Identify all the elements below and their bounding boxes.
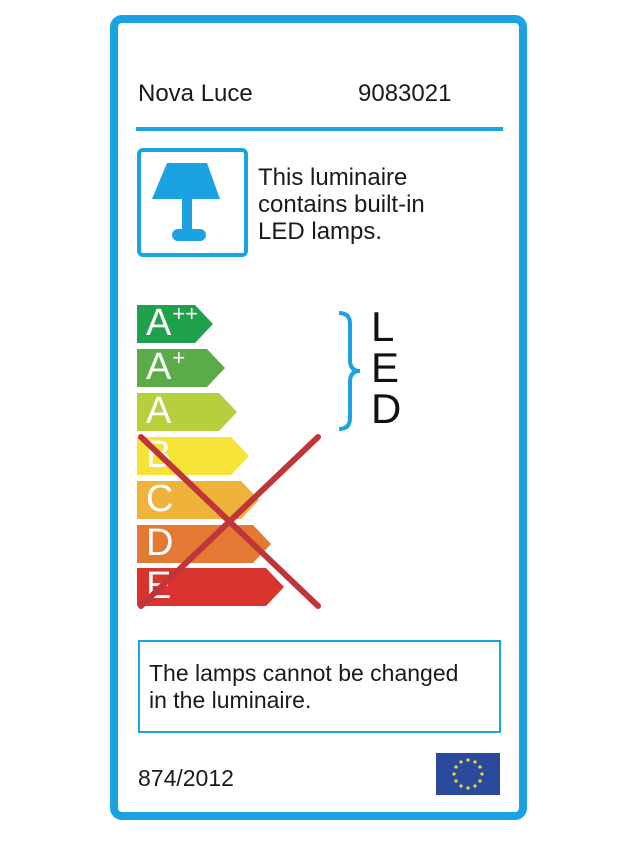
model-number: 9083021 [358,80,452,107]
regulation-number: 874/2012 [138,765,234,791]
energy-class-a: A [137,390,237,432]
class-letter: A [146,302,172,344]
class-letter: C [146,478,174,520]
info-line: This luminaire [258,164,408,191]
led-letter: D [371,385,402,432]
led-label: L E D [371,303,402,432]
brace-icon [338,311,361,431]
class-sup: ++ [172,301,199,326]
notice-line: in the luminaire. [149,687,312,713]
energy-class-c: C [137,478,259,520]
led-letter: L [371,303,395,350]
lamps-not-replaceable-notice: The lamps cannot be changed in the lumin… [138,640,501,733]
info-line: contains built-in [258,191,425,218]
eu-flag-icon [436,753,500,795]
table-lamp-icon [137,148,248,257]
brand-name: Nova Luce [138,80,253,107]
header-divider [136,127,503,131]
class-letter: D [146,522,174,564]
info-line: LED lamps. [258,218,383,245]
energy-class-a-plus-plus: A++ [137,301,213,344]
notice-line: The lamps cannot be changed [149,660,459,686]
class-letter: A [146,346,172,388]
class-letter: A [146,390,172,432]
built-in-led-statement: This luminaire contains built-in LED lam… [258,164,425,245]
label-frame [110,15,527,820]
energy-class-a-plus: A+ [137,345,225,388]
class-sup: + [172,345,186,370]
led-letter: E [371,344,400,391]
